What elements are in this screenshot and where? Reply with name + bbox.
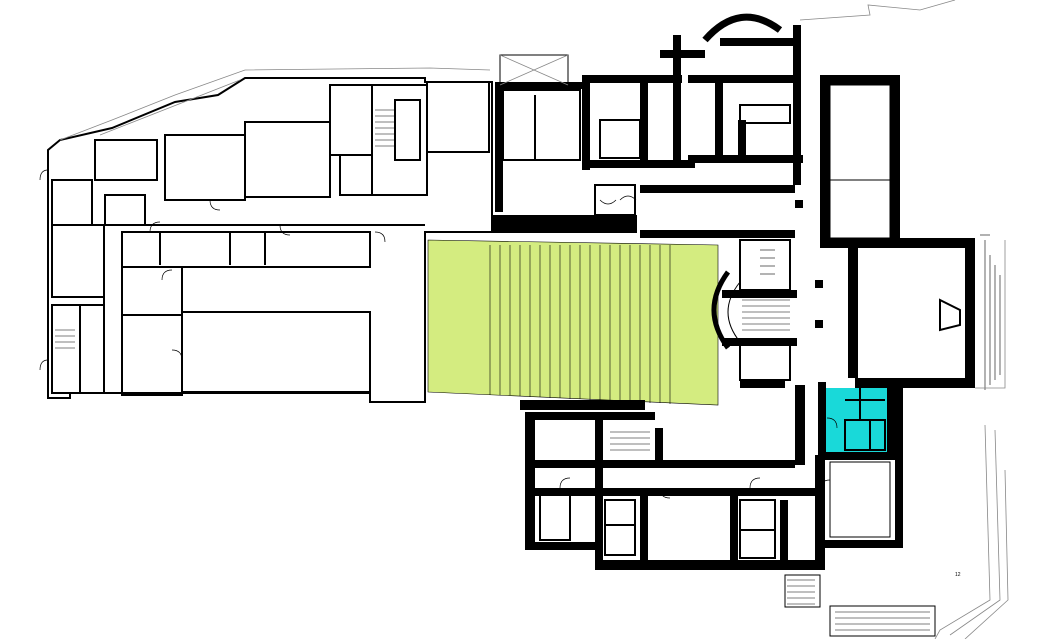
east-block: [722, 75, 1006, 390]
site-contours: [934, 424, 1009, 639]
south-stairs: [610, 431, 930, 631]
west-wing: [39, 67, 493, 403]
corner-mark: 12: [955, 572, 961, 578]
service-room: [818, 382, 895, 457]
east-steps: [980, 234, 1001, 390]
south-block: [525, 385, 936, 637]
west-staircase: [55, 109, 395, 349]
auditorium-seating-rows: [489, 245, 671, 404]
central-stairs: [742, 249, 790, 331]
auditorium: [427, 215, 785, 410]
auditorium-area: [427, 239, 719, 406]
north-block: [495, 0, 956, 238]
